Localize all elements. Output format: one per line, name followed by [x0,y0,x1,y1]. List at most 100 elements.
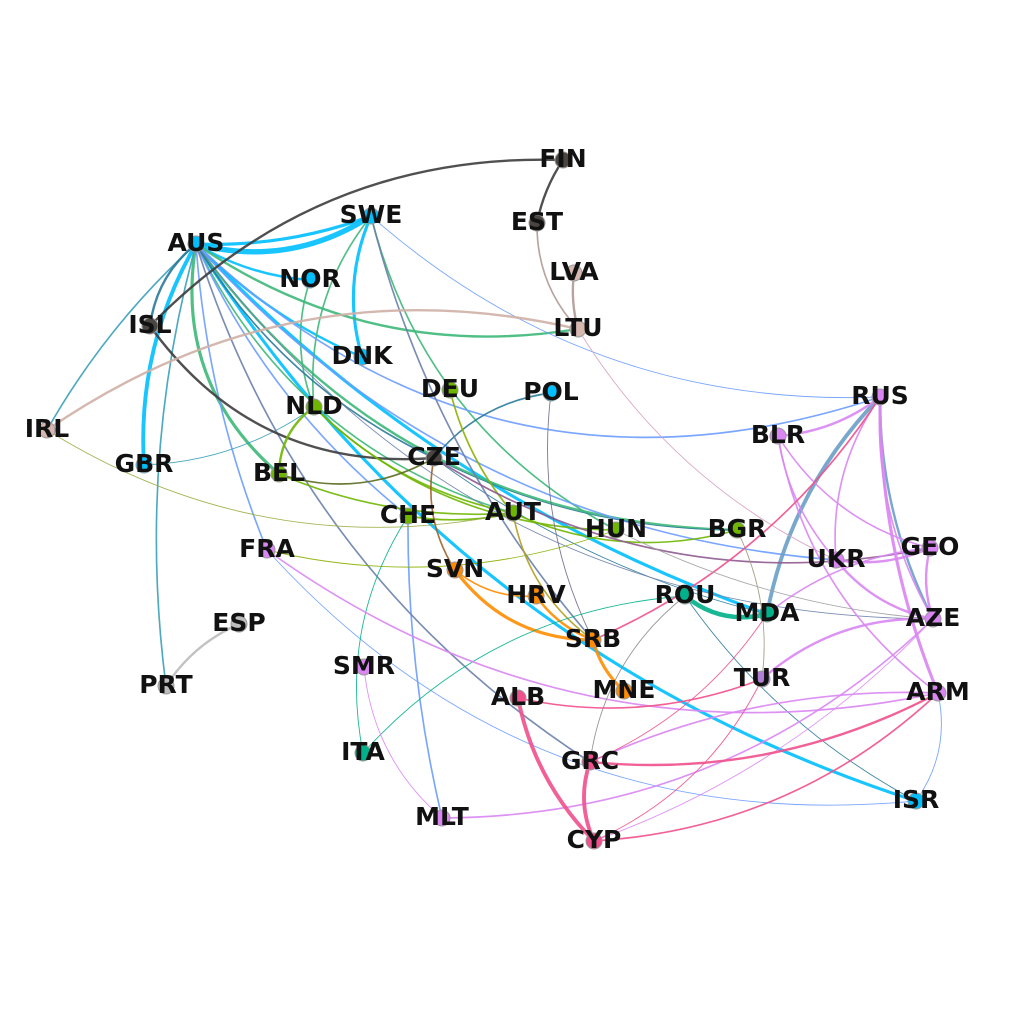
node-swe [362,207,380,225]
node-hrv [527,587,545,605]
edge-cyp-tur [593,678,763,842]
graph-nodes [38,151,947,850]
edge-isr-arm [915,692,942,802]
edge-gbr-nld [143,406,315,466]
node-label-ltu: LTU [553,313,602,342]
edge-rus-aze [878,396,934,620]
node-aze [924,610,942,628]
edge-che-ita [356,515,409,754]
edge-geo-mda [766,547,931,615]
node-arm [929,684,947,702]
edge-cze-bgr [433,457,738,531]
edge-blr-rus [776,395,882,438]
node-pol [542,384,560,402]
node-alb [509,689,527,707]
node-mne [615,682,633,700]
node-hun [607,521,625,539]
edge-aus-bel [190,242,281,476]
node-cyp [585,832,603,850]
node-label-isl: ISL [128,310,171,339]
edge-swe-dnk [351,214,373,359]
node-fin [554,151,572,169]
edge-hun-aze [615,529,934,620]
node-label-rou: ROU [655,580,716,609]
node-grc [581,753,599,771]
node-label-geo: GEO [901,532,960,561]
edge-aus-ltu [194,242,580,338]
node-lva [565,264,583,282]
edge-svn-srb [453,568,595,642]
node-label-pol: POL [523,377,579,406]
node-label-rus: RUS [851,381,909,410]
node-label-deu: DEU [421,374,479,403]
node-label-aut: AUT [485,497,541,526]
edge-ltu-ukr [577,328,837,561]
node-label-ukr: UKR [807,544,866,573]
node-prt [157,677,175,695]
edge-rou-mda [682,593,770,620]
node-srb [584,631,602,649]
edge-cze-mda [433,457,768,615]
edge-aus-mda [194,242,769,616]
node-label-bgr: BGR [708,514,767,543]
edge-arm-grc [589,691,939,763]
edge-cze-geo [433,457,931,564]
edge-swe-srb [370,215,594,641]
edge-pol-cze [433,392,552,459]
node-label-cze: CZE [407,442,461,471]
node-mda [758,605,776,623]
node-cze [425,449,443,467]
edge-fra-hun [266,529,617,568]
node-label-bel: BEL [253,458,305,487]
node-label-nld: NLD [285,391,343,420]
node-label-aus: AUS [168,228,225,257]
node-label-lva: LVA [549,257,599,286]
edge-aus-aut [195,243,514,514]
node-label-dnk: DNK [331,341,394,370]
node-label-swe: SWE [340,200,403,229]
node-esp [230,615,248,633]
node-label-nor: NOR [279,264,340,293]
node-svn [446,561,464,579]
node-isr [907,792,925,810]
node-dnk [353,348,371,366]
edge-esp-prt [164,622,241,688]
edge-rus-mda [765,395,882,616]
node-che [399,507,417,525]
edge-est-ltu [536,222,579,330]
node-blr [769,427,787,445]
node-label-mlt: MLT [415,802,469,831]
edge-bel-aut [278,473,514,516]
edge-aus-cze [195,243,435,459]
node-label-mda: MDA [735,598,801,627]
node-rus [871,388,889,406]
node-nld [305,398,323,416]
edge-aus-ukr [195,243,837,561]
node-label-aze: AZE [906,603,961,632]
edge-aus-swe [194,214,373,246]
edge-pol-srb [547,392,594,641]
node-label-prt: PRT [139,670,193,699]
edge-aus-gbr [141,242,198,467]
node-smr [355,658,373,676]
edge-rou-ita [362,595,686,754]
edge-swe-rus [370,215,881,399]
edge-rus-arm [878,395,940,695]
node-bgr [728,521,746,539]
edge-smr-mlt [363,666,443,819]
node-deu [441,381,459,399]
edge-aus-grc [195,243,591,763]
edge-aus-rus [195,243,881,439]
node-label-tur: TUR [734,663,791,692]
edge-che-mlt [407,515,443,819]
edge-blr-geo [777,435,931,549]
node-ita [354,744,372,762]
edge-isl-cze [148,324,436,461]
node-label-alb: ALB [491,682,545,711]
edge-nor-nld [299,279,315,408]
edge-mlt-aze [441,618,934,819]
node-label-est: EST [511,207,563,236]
node-label-hrv: HRV [506,580,566,609]
